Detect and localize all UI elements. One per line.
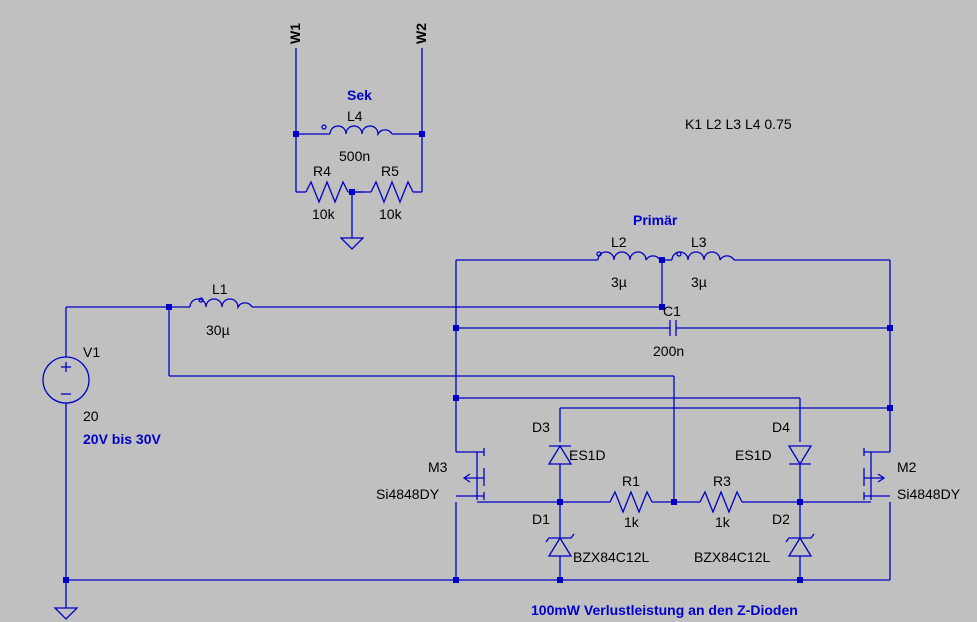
r3-value: 1k [715, 514, 731, 530]
l2-name: L2 [611, 234, 627, 250]
w1-label: W1 [287, 23, 303, 44]
l4-name: L4 [347, 108, 363, 124]
ground-symbol [339, 237, 365, 250]
m2-name: M2 [897, 459, 917, 475]
r3-resistor[interactable] [699, 490, 743, 514]
l1-inductor[interactable] [189, 298, 253, 310]
w2-label: W2 [413, 23, 429, 44]
d4-diode[interactable] [787, 445, 813, 502]
secondary-circuit [293, 48, 425, 250]
d4-model: ES1D [735, 447, 772, 463]
r4-name: R4 [313, 163, 331, 179]
d3-model: ES1D [569, 447, 606, 463]
d1-model: BZX84C12L [573, 549, 649, 565]
d2-zener[interactable] [785, 502, 815, 580]
v1-name: V1 [83, 344, 100, 360]
r3-name: R3 [713, 473, 731, 489]
m2-model: Si4848DY [897, 486, 961, 502]
l4-inductor[interactable] [329, 125, 393, 137]
r4-resistor[interactable] [305, 180, 349, 204]
r1-resistor[interactable] [609, 490, 653, 514]
ground-symbol [53, 607, 79, 620]
r1-value: 1k [624, 514, 640, 530]
v1-range-note: 20V bis 30V [83, 431, 161, 447]
r5-value: 10k [379, 206, 403, 222]
primary-circuit [42, 251, 893, 620]
l2-inductor[interactable] [597, 251, 661, 263]
m2-mosfet[interactable] [800, 448, 890, 503]
d1-name: D1 [532, 511, 550, 527]
c1-value: 200n [653, 343, 684, 359]
d4-name: D4 [772, 419, 790, 435]
r5-resistor[interactable] [370, 180, 414, 204]
coupling-directive[interactable]: K1 L2 L3 L4 0.75 [685, 116, 792, 132]
l1-name: L1 [212, 281, 228, 297]
m3-mosfet[interactable] [456, 448, 560, 503]
d3-diode[interactable] [547, 444, 573, 502]
l3-inductor[interactable] [671, 251, 735, 263]
r4-value: 10k [312, 206, 336, 222]
d2-model: BZX84C12L [694, 549, 770, 565]
c1-name: C1 [663, 303, 681, 319]
m3-name: M3 [428, 459, 448, 475]
l3-value: 3µ [691, 274, 707, 290]
l4-value: 500n [339, 148, 370, 164]
l3-name: L3 [691, 234, 707, 250]
r1-name: R1 [622, 473, 640, 489]
sek-label: Sek [347, 87, 372, 103]
v1-value: 20 [83, 408, 99, 424]
m3-model: Si4848DY [376, 486, 440, 502]
d3-name: D3 [532, 419, 550, 435]
primaer-label: Primär [633, 212, 678, 228]
footnote-comment: 100mW Verlustleistung an den Z-Dioden [531, 602, 798, 618]
l2-value: 3µ [611, 274, 627, 290]
d1-zener[interactable] [545, 502, 575, 580]
r5-name: R5 [381, 163, 399, 179]
l1-value: 30µ [206, 322, 230, 338]
d2-name: D2 [772, 511, 790, 527]
